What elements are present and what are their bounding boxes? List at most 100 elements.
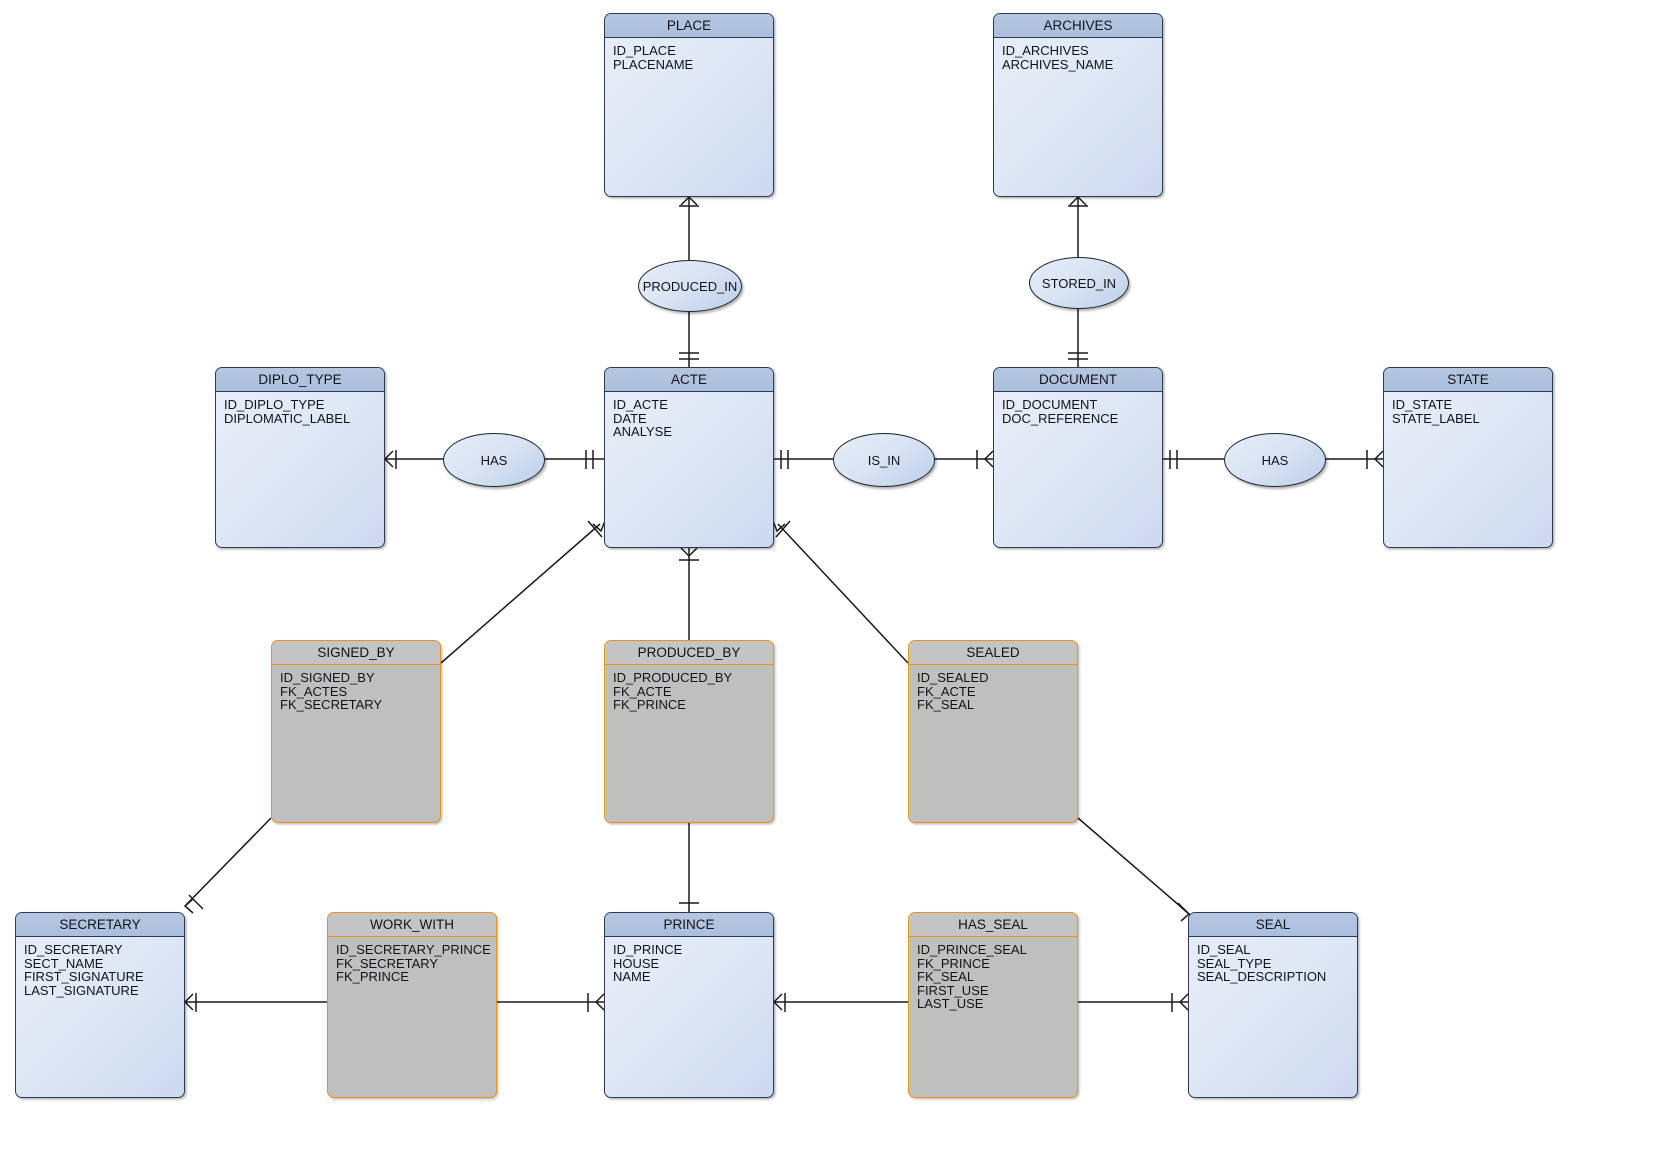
attribute: FK_PRINCE: [613, 697, 686, 713]
attribute: SEAL_DESCRIPTION: [1197, 969, 1327, 985]
attribute: ID_SECRETARY_PRINCE: [336, 942, 491, 957]
attribute: FK_SECRETARY: [336, 955, 439, 971]
crowfoot-state: [1373, 450, 1384, 468]
entity-title-place: PLACE: [605, 14, 773, 38]
attribute: DIPLOMATIC_LABEL: [224, 410, 351, 426]
entity-title-signed_by: SIGNED_BY: [272, 641, 440, 665]
attribute: SECT_NAME: [24, 955, 104, 971]
attribute: PLACENAME: [613, 56, 694, 72]
relationship-produced_in[interactable]: PRODUCED_IN: [638, 260, 742, 312]
attribute: LAST_SIGNATURE: [24, 982, 139, 998]
attribute: ID_ARCHIVES: [1002, 43, 1089, 58]
attribute: ID_SECRETARY: [24, 942, 123, 957]
relationship-label: IS_IN: [867, 452, 901, 468]
tick-acte-sealed: [775, 520, 791, 538]
attribute: FK_SECRETARY: [280, 697, 383, 713]
crowfoot-secretary: [183, 898, 194, 914]
relationship-label: PRODUCED_IN: [642, 278, 738, 294]
attribute: ID_PLACE: [613, 43, 676, 58]
attribute: NAME: [613, 969, 651, 985]
entity-title-archives: ARCHIVES: [994, 14, 1162, 38]
entity-title-prince: PRINCE: [605, 913, 773, 937]
tick-secretary-diag: [188, 894, 204, 910]
crowfoot-acte-sealed: [772, 520, 786, 533]
attribute: ID_PRINCE: [613, 942, 683, 957]
attribute: FK_ACTES: [280, 683, 348, 699]
attribute: HOUSE: [613, 955, 660, 971]
relationship-has_left[interactable]: HAS: [443, 433, 545, 487]
entity-title-seal: SEAL: [1189, 913, 1357, 937]
attribute: ARCHIVES_NAME: [1002, 56, 1114, 72]
relationship-is_in[interactable]: IS_IN: [833, 433, 935, 487]
attribute: SEAL_TYPE: [1197, 955, 1272, 971]
crowfoot-diplo_type: [383, 450, 394, 468]
relationship-label: HAS: [480, 452, 508, 468]
attribute: ID_SEAL: [1197, 942, 1251, 957]
relationship-stored_in[interactable]: STORED_IN: [1029, 257, 1129, 309]
entity-title-state: STATE: [1384, 368, 1552, 392]
entity-title-document: DOCUMENT: [994, 368, 1162, 392]
entity-title-produced_by: PRODUCED_BY: [605, 641, 773, 665]
edge-acte-signed_by: [440, 523, 601, 664]
crowfoot-acte-produced_by: [680, 547, 698, 558]
attribute: ANALYSE: [613, 424, 673, 440]
attribute: FK_ACTE: [613, 683, 672, 699]
attribute: ID_SIGNED_BY: [280, 670, 375, 685]
edge-signed_by-secretary: [185, 817, 272, 906]
crowfoot-prince-right: [772, 993, 783, 1011]
entity-title-diplo_type: DIPLO_TYPE: [216, 368, 384, 392]
attribute: FK_PRINCE: [336, 969, 409, 985]
crowfoot-prince-left: [594, 993, 605, 1011]
entity-title-has_seal: HAS_SEAL: [909, 913, 1077, 937]
crowfoot-place: [680, 195, 698, 206]
attribute: FIRST_USE: [917, 982, 989, 998]
crowfoot-acte-signed_by: [592, 520, 606, 533]
tick-acte-signed_by: [587, 520, 603, 538]
attribute: FK_SEAL: [917, 697, 975, 713]
attribute: ID_DOCUMENT: [1002, 397, 1098, 412]
relationship-label: HAS: [1261, 452, 1289, 468]
attribute: ID_PRODUCED_BY: [613, 670, 733, 685]
attribute: FIRST_SIGNATURE: [24, 969, 144, 985]
entity-title-sealed: SEALED: [909, 641, 1077, 665]
attribute: FK_ACTE: [917, 683, 976, 699]
relationship-label: STORED_IN: [1041, 275, 1117, 291]
entity-title-acte: ACTE: [605, 368, 773, 392]
attribute: ID_PRINCE_SEAL: [917, 942, 1027, 957]
relationship-has_right[interactable]: HAS: [1224, 433, 1326, 487]
attribute: DATE: [613, 410, 647, 426]
edge-sealed-seal: [1077, 817, 1189, 914]
crowfoot-document-left: [983, 450, 994, 468]
edge-acte-sealed: [777, 523, 909, 664]
attribute: FK_PRINCE: [917, 955, 990, 971]
